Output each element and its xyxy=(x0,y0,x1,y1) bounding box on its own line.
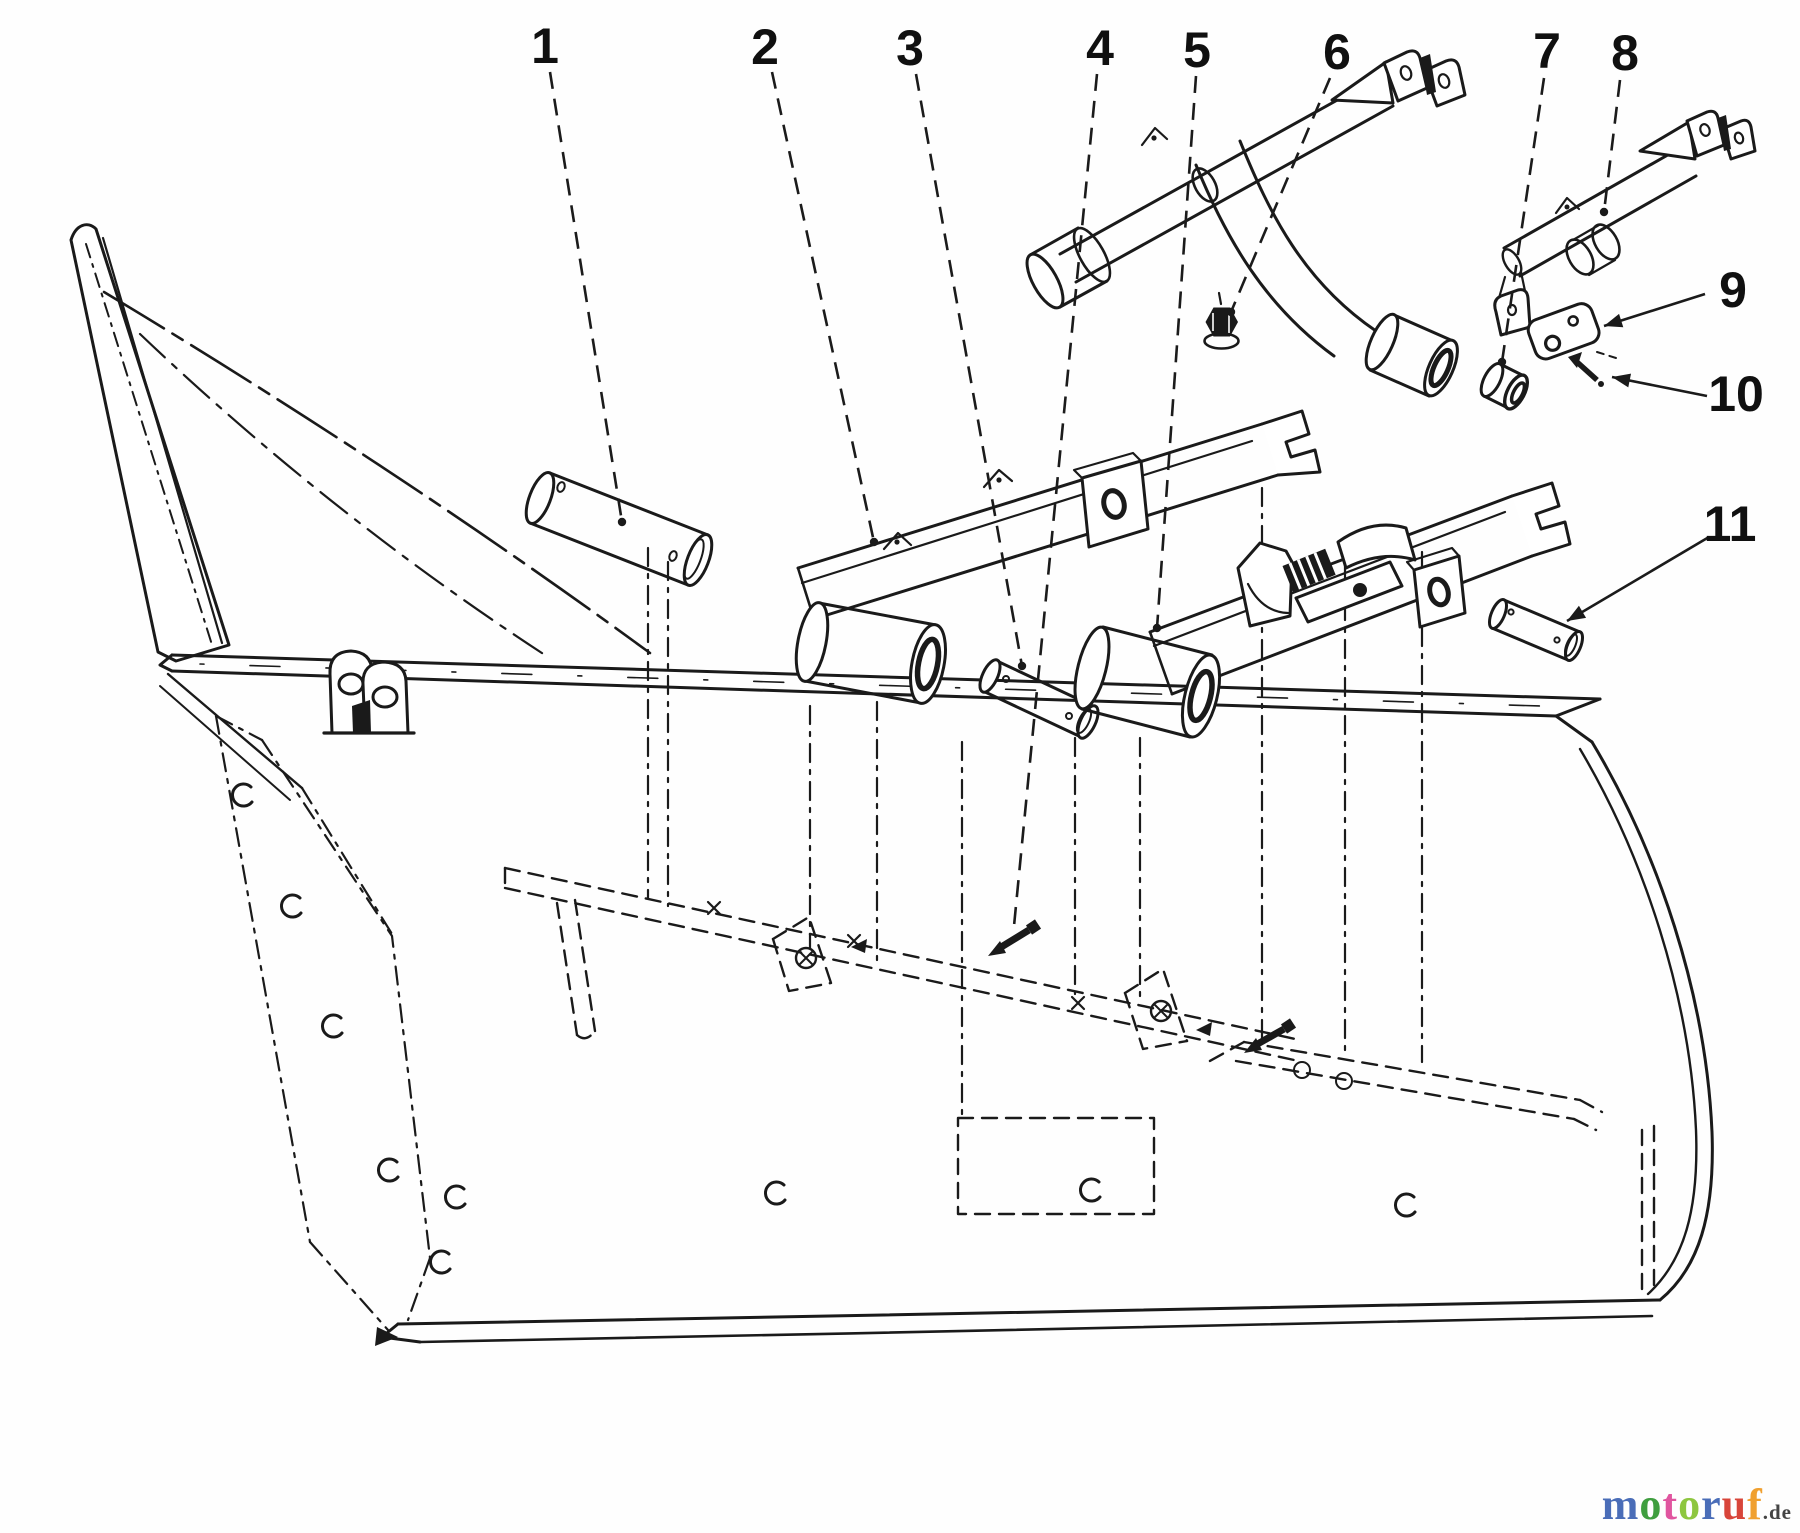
leader-dot-3 xyxy=(1017,661,1027,671)
leader-arrow-9 xyxy=(1604,313,1624,328)
callout-number-7: 7 xyxy=(1533,23,1561,79)
callout-3: 3 xyxy=(896,20,1027,671)
leader-line-8 xyxy=(1602,79,1622,213)
leader-dot-1 xyxy=(617,517,627,527)
callout-2: 2 xyxy=(751,19,879,547)
callout-11: 11 xyxy=(1566,496,1757,623)
hidden-bolt-a xyxy=(988,919,1042,956)
watermark-letter: r xyxy=(1701,1480,1722,1529)
leader-line-3 xyxy=(914,73,1024,667)
callout-number-10: 10 xyxy=(1708,366,1764,422)
callout-8: 8 xyxy=(1599,25,1639,217)
nut-6 xyxy=(1203,291,1240,350)
callout-number-9: 9 xyxy=(1719,262,1747,318)
leader-dot-6 xyxy=(1226,307,1236,317)
callout-6: 6 xyxy=(1226,24,1351,317)
leader-arrow-10 xyxy=(1612,373,1632,388)
leader-line-4 xyxy=(1012,73,1099,927)
watermark-letter: t xyxy=(1662,1480,1679,1529)
hidden-bolt-b xyxy=(1244,1018,1297,1053)
callout-number-3: 3 xyxy=(896,20,924,76)
watermark-letter: o xyxy=(1678,1480,1702,1529)
callout-10: 10 xyxy=(1611,366,1764,422)
watermark-letter: m xyxy=(1601,1480,1640,1529)
watermark-letter: o xyxy=(1639,1480,1663,1529)
watermark-letter: f xyxy=(1747,1480,1763,1529)
left-wing-panel xyxy=(214,714,432,1332)
wing-tip-arrow xyxy=(375,1327,398,1346)
leader-line-11 xyxy=(1566,535,1710,623)
bolt-marks xyxy=(231,782,1417,1275)
callout-9: 9 xyxy=(1603,262,1747,328)
a-frame-hitch xyxy=(1025,49,1757,398)
leader-dot-5 xyxy=(1152,623,1162,633)
watermark-tld: .de xyxy=(1762,1500,1792,1524)
leader-dot-2 xyxy=(869,537,879,547)
leader-line-1 xyxy=(548,71,624,523)
callout-7: 7 xyxy=(1497,23,1561,367)
leader-line-6 xyxy=(1229,77,1332,313)
leader-dot-8 xyxy=(1599,207,1609,217)
hinge-bracket xyxy=(322,649,416,735)
callout-number-5: 5 xyxy=(1183,22,1211,78)
watermark: motoruf.de xyxy=(1602,1483,1792,1527)
callout-number-1: 1 xyxy=(531,18,559,74)
alignment-lines xyxy=(646,486,1424,1118)
hidden-mount-assembly xyxy=(503,486,1656,1294)
pin-11 xyxy=(1487,598,1585,662)
callout-number-11: 11 xyxy=(1704,496,1757,552)
leader-dot-7 xyxy=(1497,357,1507,367)
callout-1: 1 xyxy=(531,18,627,527)
callout-5: 5 xyxy=(1152,22,1211,633)
leader-line-5 xyxy=(1155,75,1198,629)
callout-number-8: 8 xyxy=(1611,25,1639,81)
callout-number-6: 6 xyxy=(1323,24,1351,80)
leader-line-7 xyxy=(1500,77,1546,363)
blade-arm-left xyxy=(794,409,1322,705)
bushing-7 xyxy=(1479,362,1530,411)
pin-10 xyxy=(1568,352,1604,387)
plate-9 xyxy=(1526,302,1617,361)
leader-arrow-11 xyxy=(1567,605,1587,621)
blade-arm-right xyxy=(1073,481,1572,739)
plow-blade xyxy=(69,223,1714,1346)
pivot-pin-1 xyxy=(524,471,714,587)
callout-number-2: 2 xyxy=(751,19,779,75)
leader-line-2 xyxy=(770,71,876,543)
callout-number-4: 4 xyxy=(1086,20,1114,76)
latch-spring-detail xyxy=(1236,523,1417,628)
watermark-letter: u xyxy=(1721,1480,1748,1529)
callout-4: 4 xyxy=(1012,20,1114,927)
